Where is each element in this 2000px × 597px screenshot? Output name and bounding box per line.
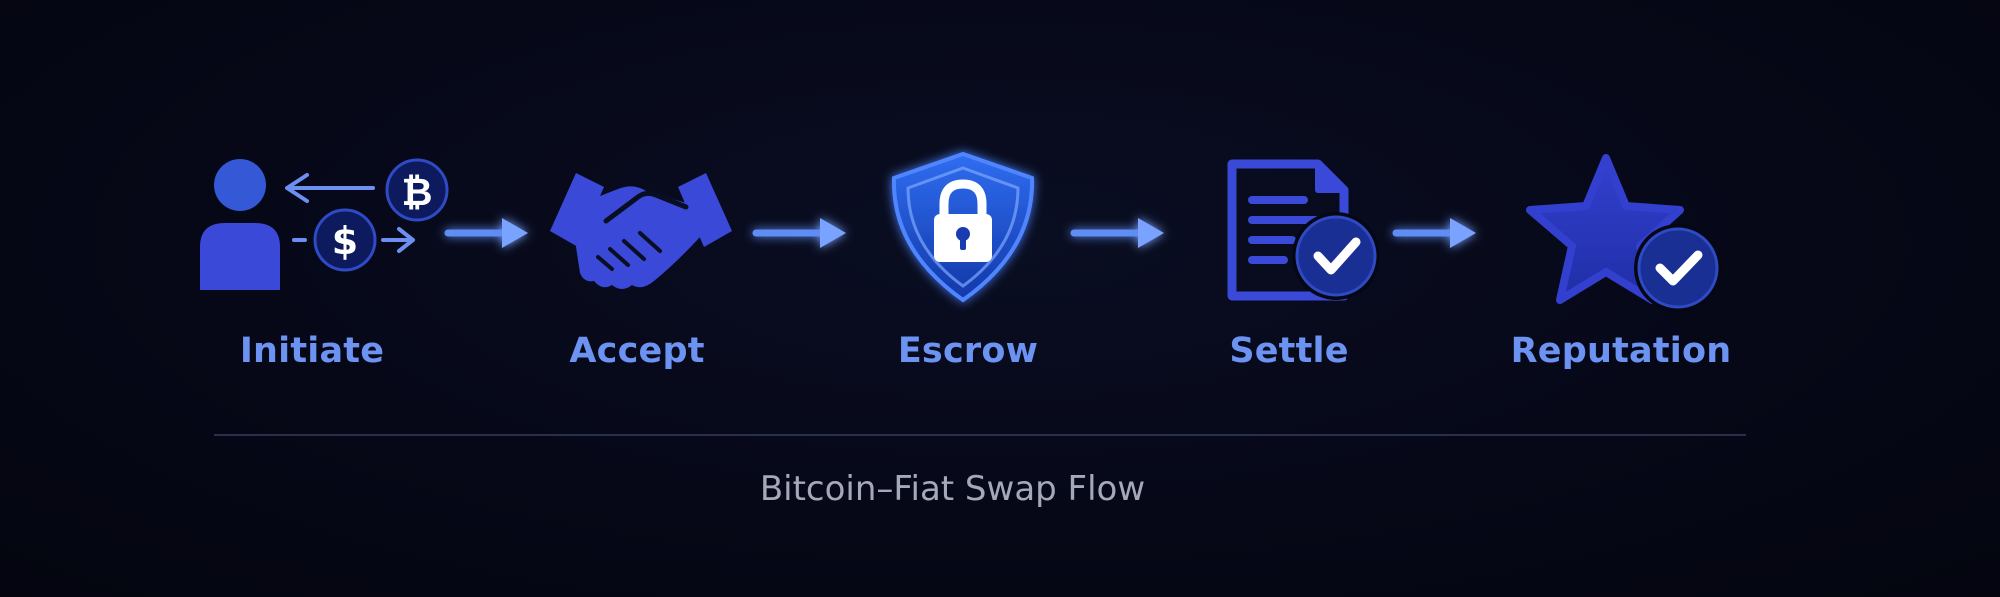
flow-arrow-3 <box>1070 218 1164 248</box>
step-label-escrow: Escrow <box>897 331 1039 371</box>
flow-arrow-1 <box>444 218 528 248</box>
flow-arrow-2 <box>752 218 846 248</box>
shield-lock-icon <box>891 151 1035 303</box>
flow-arrow-4 <box>1392 218 1476 248</box>
dollar-symbol: $ <box>332 219 358 263</box>
step-label-initiate: Initiate <box>239 331 385 371</box>
bitcoin-symbol: ₿ <box>402 170 433 214</box>
diagram-caption: Bitcoin–Fiat Swap Flow <box>759 469 1146 509</box>
step-label-reputation: Reputation <box>1510 331 1732 371</box>
user-exchange-icon: ₿ $ <box>200 158 449 290</box>
handshake-icon <box>550 173 732 289</box>
step-label-accept: Accept <box>569 331 705 371</box>
star-check-icon <box>1526 154 1722 312</box>
step-label-settle: Settle <box>1229 331 1349 371</box>
document-check-icon <box>1227 159 1380 301</box>
divider <box>214 434 1746 436</box>
